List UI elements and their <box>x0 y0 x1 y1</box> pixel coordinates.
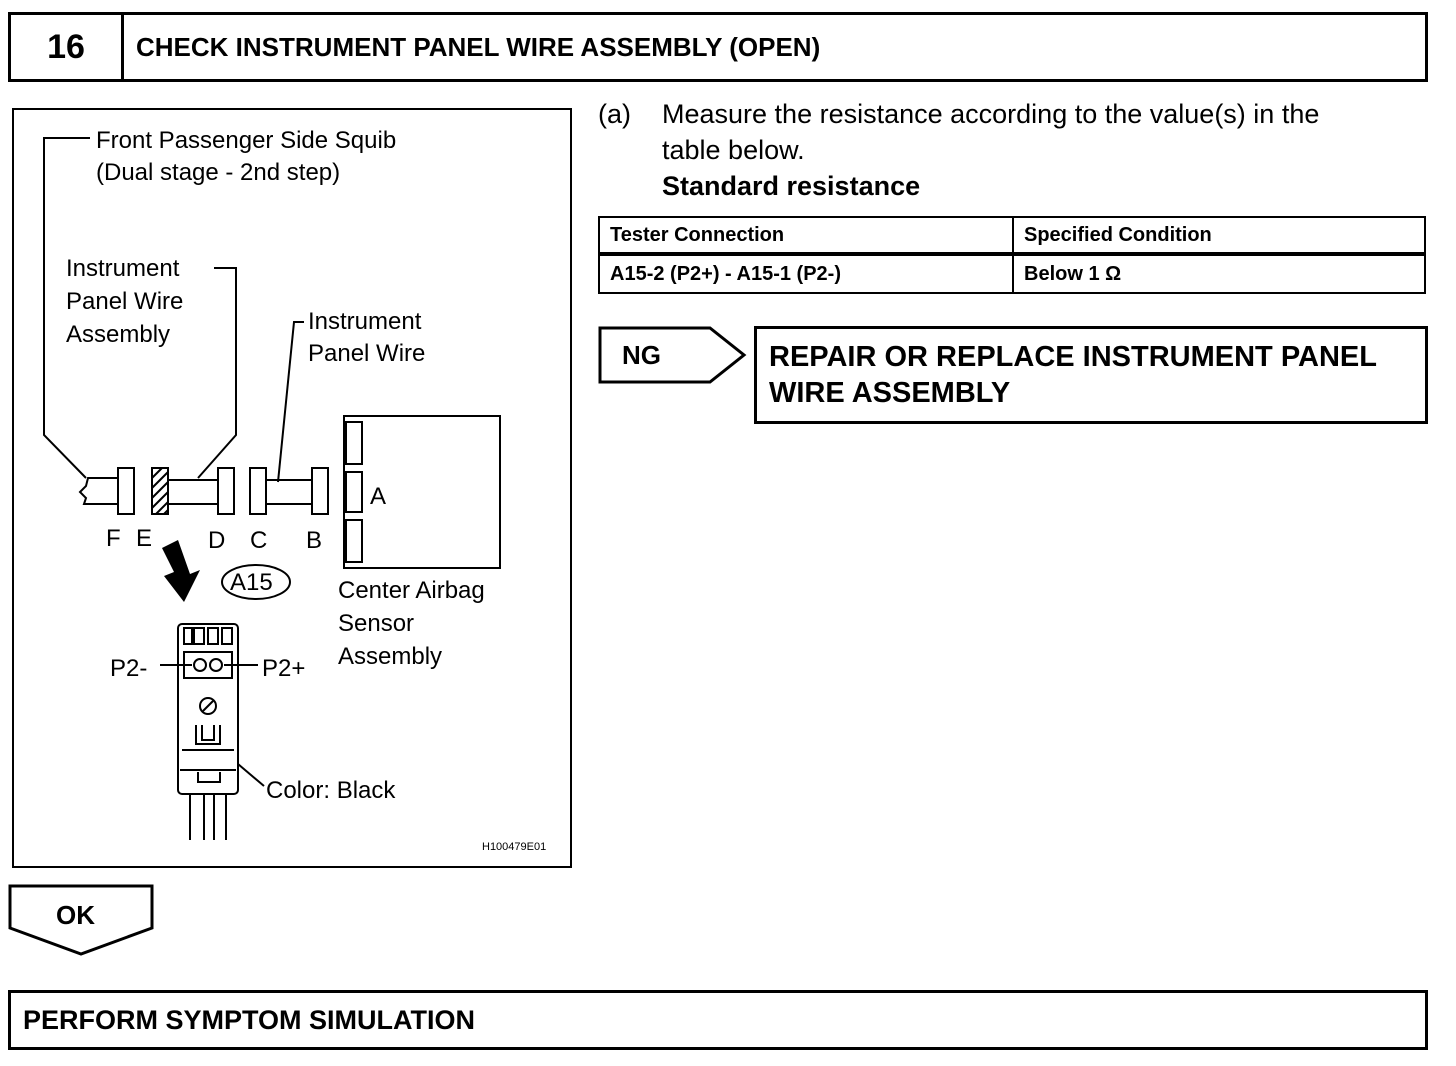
step-title: CHECK INSTRUMENT PANEL WIRE ASSEMBLY (OP… <box>136 31 821 62</box>
label-ipw-2: Panel Wire <box>308 340 425 367</box>
figure-code: H100479E01 <box>482 841 546 853</box>
connector-f <box>117 467 135 515</box>
a15-marker <box>221 564 291 600</box>
label-sensor-2: Sensor <box>338 610 414 637</box>
wiring-diagram: Front Passenger Side Squib (Dual stage -… <box>12 108 572 868</box>
table-header-condition: Specified Condition <box>1012 216 1426 256</box>
label-connector-a: A <box>370 483 386 510</box>
ok-label: OK <box>56 900 95 930</box>
instruction-heading: Standard resistance <box>662 171 921 201</box>
label-ipwa-1: Instrument <box>66 255 180 282</box>
label-sensor-1: Center Airbag <box>338 577 485 604</box>
standard-resistance-table: Tester Connection Specified Condition A1… <box>598 216 1426 294</box>
sensor-connector-1 <box>345 421 363 465</box>
instruction-line-2: table below. <box>662 135 805 165</box>
step-header: 16 CHECK INSTRUMENT PANEL WIRE ASSEMBLY … <box>8 12 1428 82</box>
label-p2-plus: P2+ <box>262 655 305 682</box>
label-color: Color: Black <box>266 777 396 804</box>
label-connector-c: C <box>250 527 267 554</box>
label-a15: A15 <box>230 569 273 596</box>
table-cell-tester: A15-2 (P2+) - A15-1 (P2-) <box>598 253 1014 294</box>
wiring-diagram-svg: Front Passenger Side Squib (Dual stage -… <box>43 127 546 853</box>
squib-stub <box>78 477 118 505</box>
ng-arrow: NG <box>598 326 747 384</box>
table-row: A15-2 (P2+) - A15-1 (P2-) Below 1 Ω <box>598 253 1426 294</box>
label-connector-e: E <box>136 525 152 552</box>
ng-action-box: REPAIR OR REPLACE INSTRUMENT PANEL WIRE … <box>754 326 1428 424</box>
wire-ed <box>167 479 219 505</box>
label-squib-2: (Dual stage - 2nd step) <box>96 159 340 186</box>
wire-cb <box>265 479 313 505</box>
label-sensor-3: Assembly <box>338 643 442 670</box>
ng-action-line-2: WIRE ASSEMBLY <box>769 377 1011 409</box>
step-number: 16 <box>11 15 124 79</box>
instruction-line-1: Measure the resistance according to the … <box>662 99 1320 129</box>
ng-action-line-1: REPAIR OR REPLACE INSTRUMENT PANEL <box>769 341 1377 373</box>
connector-d <box>217 467 235 515</box>
label-ipwa-2: Panel Wire <box>66 288 183 315</box>
table-cell-condition: Below 1 Ω <box>1012 253 1426 294</box>
table-header-tester: Tester Connection <box>598 216 1014 256</box>
ng-label: NG <box>622 340 661 370</box>
step-mark: (a) <box>598 99 631 129</box>
label-ipw-1: Instrument <box>308 308 422 335</box>
label-squib-1: Front Passenger Side Squib <box>96 127 396 154</box>
next-step-box: PERFORM SYMPTOM SIMULATION <box>8 990 1428 1050</box>
ipw-leader-line <box>277 321 304 483</box>
ipwa-leader-line <box>197 267 237 479</box>
sensor-connector-a <box>345 471 363 513</box>
table-header-row: Tester Connection Specified Condition <box>598 216 1426 256</box>
label-connector-f: F <box>106 525 121 552</box>
connector-b <box>311 467 329 515</box>
sensor-connector-3 <box>345 519 363 563</box>
instructions: (a) Measure the resistance according to … <box>598 96 1428 204</box>
label-connector-d: D <box>208 527 225 554</box>
ok-arrow: OK <box>8 884 154 956</box>
label-ipwa-3: Assembly <box>66 321 170 348</box>
center-airbag-sensor <box>343 415 501 569</box>
label-connector-b: B <box>306 527 322 554</box>
label-p2-minus: P2- <box>110 655 147 682</box>
squib-leader-line <box>43 137 90 479</box>
next-step-title: PERFORM SYMPTOM SIMULATION <box>23 1004 475 1035</box>
connector-a15-face <box>177 623 239 795</box>
connector-c <box>249 467 267 515</box>
view-arrow-icon <box>162 540 200 602</box>
